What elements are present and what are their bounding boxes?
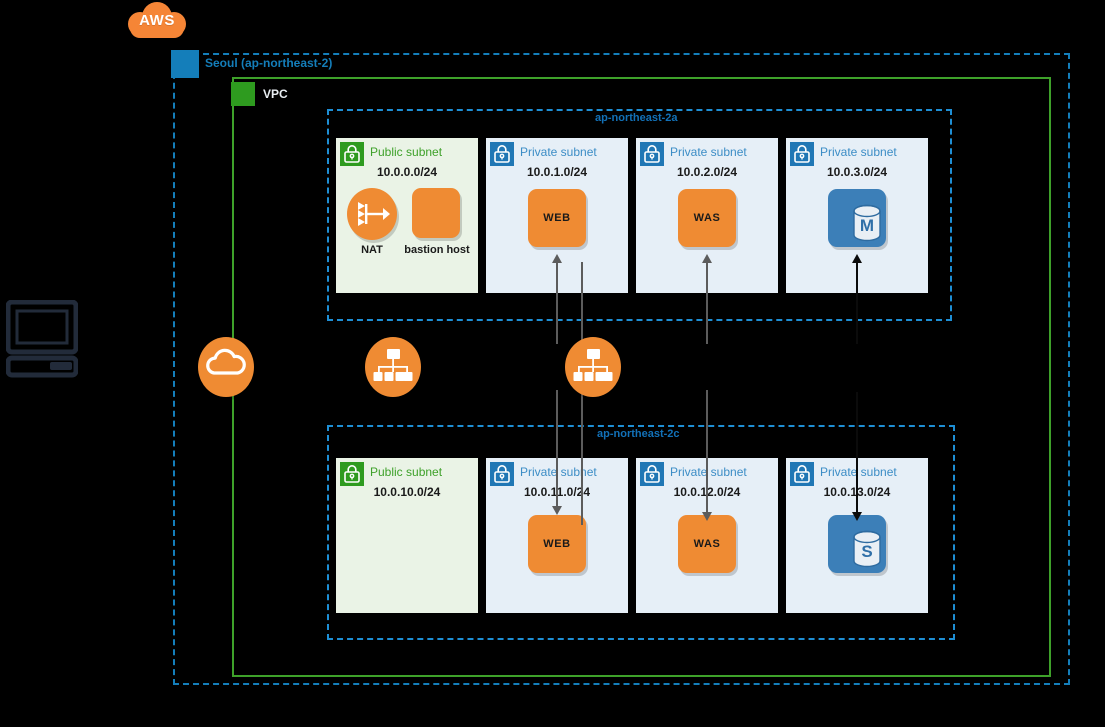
subnet-title: Public subnet	[370, 145, 443, 159]
arrowhead-web-2a	[552, 254, 562, 263]
subnet-public-10-0-10-0: Public subnet 10.0.10.0/24	[336, 458, 478, 613]
arrowhead-was-2c	[702, 512, 712, 521]
connector-web-2c-riser	[581, 390, 583, 525]
availability-zone-2c	[327, 425, 955, 640]
connector-was-to-db-standby	[856, 392, 858, 514]
arrowhead-web-2c	[552, 506, 562, 515]
connector-lb-was-to-was-2a	[706, 262, 708, 344]
web-instance-label: WEB	[543, 212, 571, 224]
lock-icon	[640, 142, 664, 166]
rds-standby-instance[interactable]: S	[828, 515, 886, 573]
subnet-title: Private subnet	[820, 465, 897, 479]
bastion-host-instance[interactable]	[412, 188, 460, 238]
connector-web-2a-to-lb-web	[581, 262, 583, 392]
connector-lb-web-to-web-2c	[556, 390, 558, 508]
lock-icon	[490, 462, 514, 486]
region-container	[173, 53, 1070, 685]
was-instance-label: WAS	[693, 212, 721, 224]
nat-gateway-icon[interactable]	[347, 188, 397, 240]
load-balancer-was-icon[interactable]	[565, 337, 621, 397]
aws-logo-text: AWS	[139, 12, 175, 29]
lock-icon	[790, 142, 814, 166]
arrowhead-was-2a	[702, 254, 712, 263]
was-instance[interactable]: WAS	[678, 515, 736, 573]
lock-icon	[790, 462, 814, 486]
subnet-cidr: 10.0.2.0/24	[676, 165, 738, 179]
subnet-cidr: 10.0.1.0/24	[526, 165, 588, 179]
rds-master-label: M	[859, 216, 875, 235]
load-balancer-web-icon[interactable]	[365, 337, 421, 397]
aws-cloud-logo: AWS	[128, 0, 186, 42]
connector-lb-was-to-was-2c	[706, 390, 708, 514]
subnet-title: Public subnet	[370, 465, 443, 479]
lock-icon	[340, 462, 364, 486]
subnet-title: Private subnet	[520, 145, 597, 159]
subnet-title: Private subnet	[820, 145, 897, 159]
vpc-label: VPC	[263, 87, 288, 101]
region-label: Seoul (ap-northeast-2)	[205, 56, 333, 70]
lock-icon	[490, 142, 514, 166]
web-instance-label: WEB	[543, 538, 571, 550]
connector-was-to-db-master	[856, 262, 858, 344]
web-instance[interactable]: WEB	[528, 515, 586, 573]
region-badge-icon	[171, 50, 199, 78]
subnet-title: Private subnet	[670, 145, 747, 159]
web-instance[interactable]: WEB	[528, 189, 586, 247]
subnet-cidr: 10.0.0.0/24	[376, 165, 438, 179]
arrowhead-db-standby	[852, 512, 862, 521]
subnet-cidr: 10.0.3.0/24	[826, 165, 888, 179]
vpc-badge-icon	[231, 82, 255, 106]
availability-zone-2a	[327, 109, 952, 321]
client-computer-icon	[5, 299, 79, 378]
rds-standby-label: S	[861, 542, 873, 561]
subnet-cidr: 10.0.10.0/24	[373, 485, 441, 499]
subnet-title: Private subnet	[670, 465, 747, 479]
internet-gateway-icon[interactable]	[198, 337, 254, 397]
lock-icon	[640, 462, 664, 486]
subnet-private-10-0-1-0: Private subnet 10.0.1.0/24 WEB	[486, 138, 628, 293]
arrowhead-db-master	[852, 254, 862, 263]
nat-gateway-caption: NAT	[361, 244, 383, 256]
bastion-host-caption: bastion host	[404, 244, 470, 256]
rds-master-instance[interactable]: M	[828, 189, 886, 247]
availability-zone-2c-label: ap-northeast-2c	[597, 428, 680, 440]
subnet-public-10-0-0-0: Public subnet 10.0.0.0/24 NAT bastion ho…	[336, 138, 478, 293]
lock-icon	[340, 142, 364, 166]
was-instance[interactable]: WAS	[678, 189, 736, 247]
availability-zone-2a-label: ap-northeast-2a	[595, 112, 678, 124]
was-instance-label: WAS	[693, 538, 721, 550]
connector-lb-web-to-web-2a	[556, 262, 558, 344]
subnet-private-10-0-11-0: Private subnet 10.0.11.0/24 WEB	[486, 458, 628, 613]
subnet-title: Private subnet	[520, 465, 597, 479]
